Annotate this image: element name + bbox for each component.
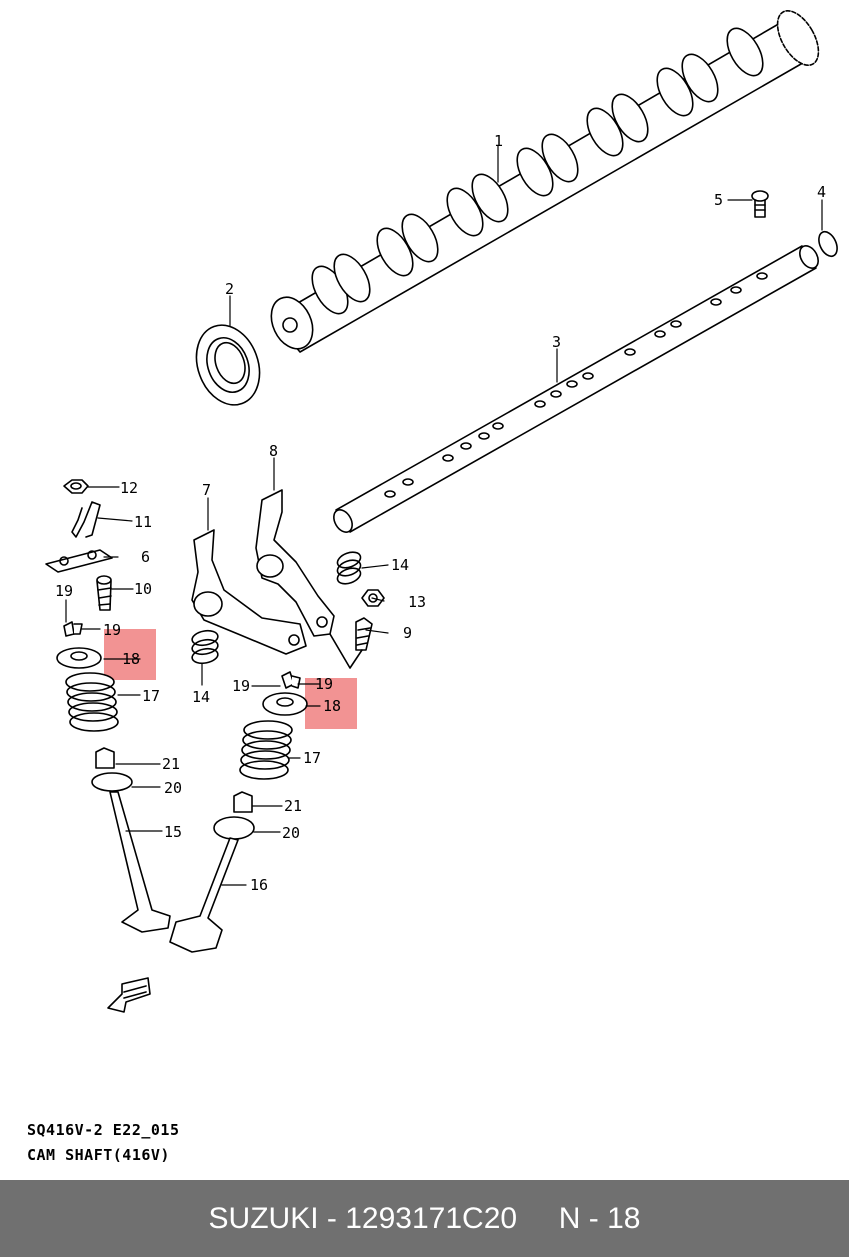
callout-13: 13 xyxy=(408,593,426,611)
rocker-spring-lower xyxy=(191,629,219,665)
callout-5: 5 xyxy=(714,191,723,209)
adjusting-screw xyxy=(96,575,112,611)
callout-14-upper: 14 xyxy=(391,556,409,574)
camshaft-lobes xyxy=(311,27,764,315)
oil-seal xyxy=(195,324,261,406)
brand-name: SUZUKI xyxy=(208,1201,319,1235)
callout-21-right: 21 xyxy=(284,797,302,815)
valve-spring-left xyxy=(65,672,119,732)
footer-separator: - xyxy=(318,1201,346,1235)
camshaft-front-bore xyxy=(282,317,298,333)
rocker-arm-intake xyxy=(191,529,307,655)
callout-1: 1 xyxy=(494,132,503,150)
rocker-spring-upper xyxy=(336,551,362,585)
camshaft xyxy=(270,10,820,353)
callout-2: 2 xyxy=(225,280,234,298)
callout-18-right: 18 xyxy=(323,697,341,715)
shaft-bolt xyxy=(751,190,769,218)
callout-14-lower: 14 xyxy=(192,688,210,706)
callout-21-left: 21 xyxy=(162,755,180,773)
o-ring xyxy=(818,230,838,258)
camshaft-front-journal xyxy=(270,296,314,350)
callout-19-d: 19 xyxy=(315,675,333,693)
spring-retainer-left xyxy=(56,647,102,669)
retaining-clip xyxy=(71,501,101,538)
callout-19-b: 19 xyxy=(103,621,121,639)
valve-cotter-right xyxy=(281,671,301,689)
rocker-shaft-oil-holes xyxy=(384,272,768,498)
callout-20-right: 20 xyxy=(282,824,300,842)
valve-stem-seal-left xyxy=(95,747,115,769)
callout-16: 16 xyxy=(250,876,268,894)
rocker-arm-shaft xyxy=(333,245,819,533)
valve-spring-seat-right xyxy=(213,816,255,840)
valve-stem-seal-right xyxy=(233,791,253,813)
callout-19-c: 19 xyxy=(232,677,250,695)
camshaft-drive-gear xyxy=(776,10,820,66)
callout-10: 10 xyxy=(134,580,152,598)
callout-6: 6 xyxy=(141,548,150,566)
callout-18-left: 18 xyxy=(122,650,140,668)
leader-lines xyxy=(65,145,823,886)
callout-9: 9 xyxy=(403,624,412,642)
exhaust-valve xyxy=(109,791,171,933)
exploded-parts-diagram: 1 2 3 4 5 6 7 8 9 10 11 12 13 14 14 15 1… xyxy=(45,10,838,1013)
callout-7: 7 xyxy=(202,481,211,499)
callout-8: 8 xyxy=(269,442,278,460)
callout-19-a: 19 xyxy=(55,582,73,600)
callout-11: 11 xyxy=(134,513,152,531)
intake-valve xyxy=(169,837,239,953)
rocker-nut xyxy=(63,479,89,494)
spring-retainer-right xyxy=(262,692,308,716)
valve-spring-right xyxy=(239,720,293,780)
diagram-title: CAM SHAFT(416V) xyxy=(27,1146,170,1164)
valve-cotter-left xyxy=(63,621,83,637)
highlight-box-18-right xyxy=(305,678,357,729)
callout-numbers: 1 2 3 4 5 6 7 8 9 10 11 12 13 14 14 15 1… xyxy=(55,132,826,894)
front-arrow-icon xyxy=(107,977,151,1013)
adjusting-screw-9 xyxy=(355,617,373,651)
leader-9-rocker xyxy=(329,633,363,669)
part-footer-bar: SUZUKI - 1293171C20 N - 18 xyxy=(0,1180,849,1257)
diagram-code: SQ416V-2 E22_015 xyxy=(27,1121,180,1139)
part-number: 1293171C20 xyxy=(345,1201,518,1235)
callout-4: 4 xyxy=(817,183,826,201)
rocker-arm-exhaust xyxy=(255,489,335,637)
valve-spring-seat-left xyxy=(91,772,133,792)
callout-12: 12 xyxy=(120,479,138,497)
rocker-plate xyxy=(45,549,113,573)
callout-15: 15 xyxy=(164,823,182,841)
callout-20-left: 20 xyxy=(164,779,182,797)
callout-17-left: 17 xyxy=(142,687,160,705)
callout-3: 3 xyxy=(552,333,561,351)
position-label: N - 18 xyxy=(558,1201,641,1235)
highlight-box-18-left xyxy=(104,629,156,680)
callout-17-right: 17 xyxy=(303,749,321,767)
